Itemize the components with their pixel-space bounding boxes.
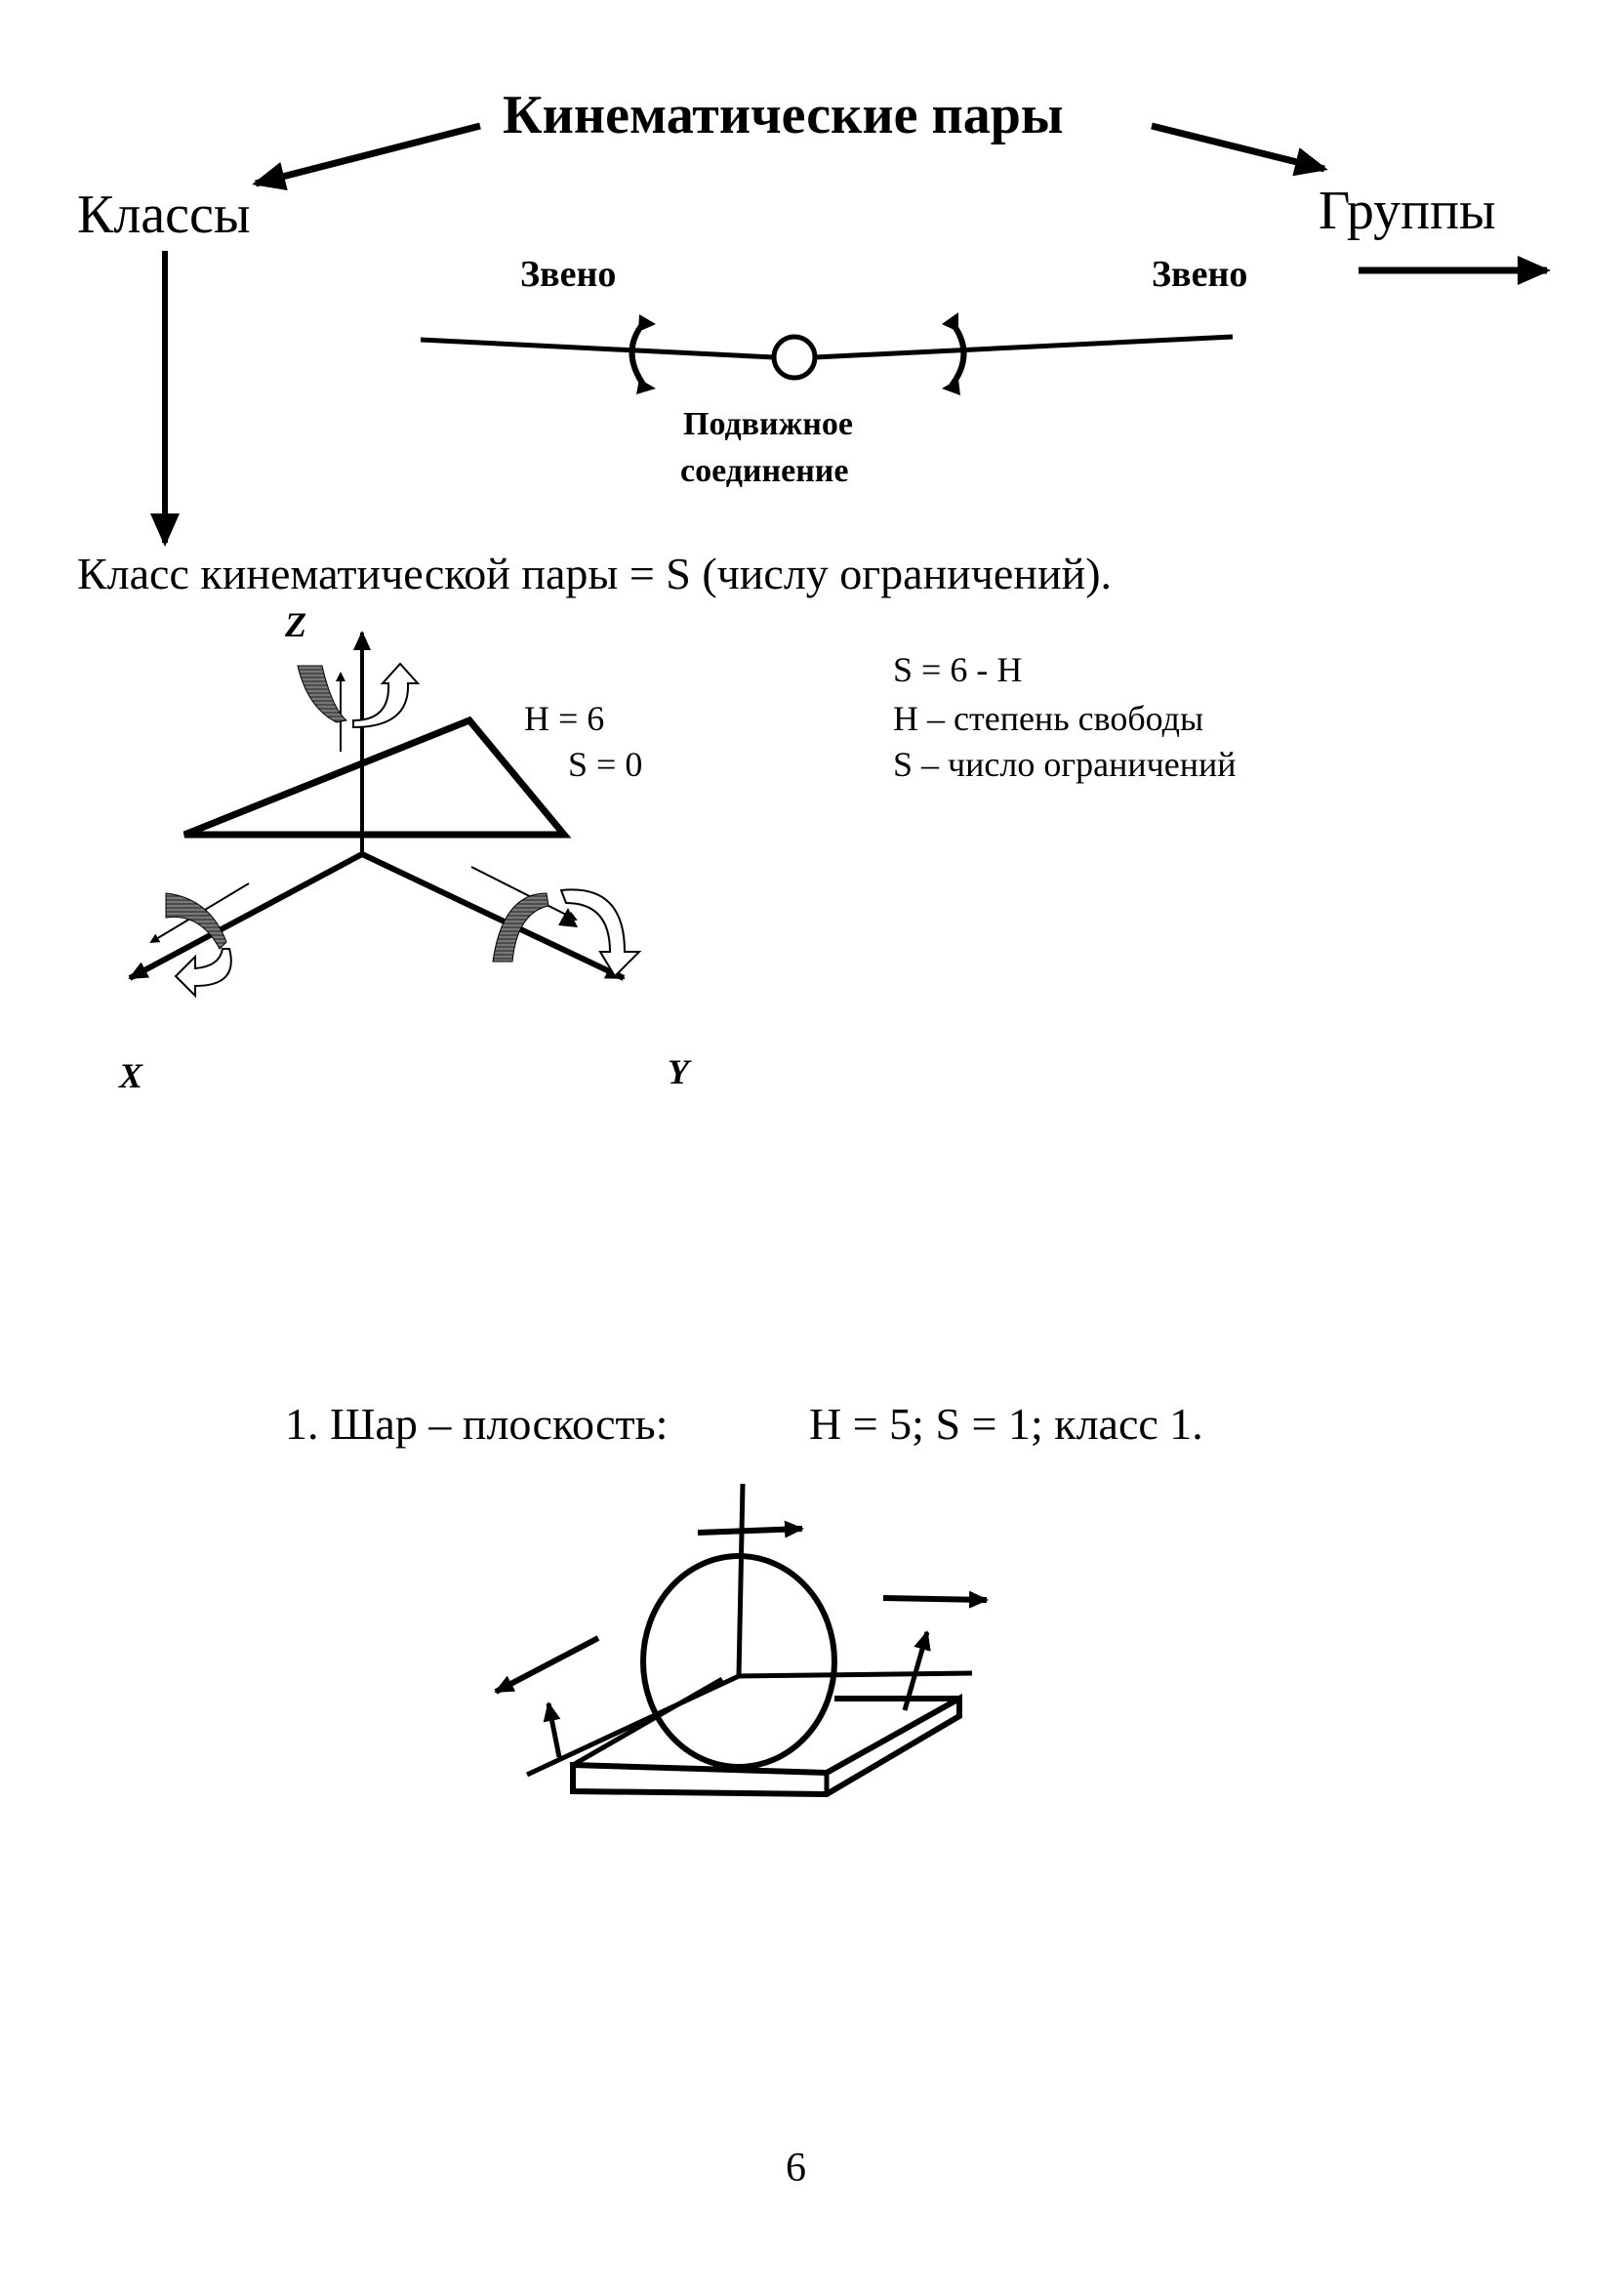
body-triangle — [183, 716, 572, 839]
arrow-to-groups — [1151, 122, 1328, 177]
plane-plate — [570, 1693, 962, 1798]
rotation-arrow-right-icon — [949, 320, 967, 388]
z-axis-label: Z — [285, 605, 306, 644]
joint-label-line1: Подвижное — [683, 406, 853, 442]
rotation-arrow-left-icon — [629, 320, 647, 388]
kinematic-pair-class-definition: Класс кинематической пары = S (числу огр… — [77, 549, 1113, 598]
h-value: H = 6 — [524, 699, 605, 738]
x-axis — [128, 851, 364, 981]
formula-line-1: S = 6 - H — [893, 650, 1023, 689]
rotation-arrow-z-icon — [697, 1520, 804, 1538]
ball-plane-diagram — [494, 1483, 989, 1798]
right-link-label: Звено — [1152, 254, 1248, 295]
groups-heading: Группы — [1319, 181, 1496, 241]
translation-arrow-x-icon — [494, 1635, 600, 1695]
axes-diagram — [128, 631, 642, 999]
link-diagram — [420, 312, 1234, 395]
formula-line-3: S – число ограничений — [893, 745, 1237, 784]
page-title: Кинематические пары — [503, 85, 1064, 145]
rotation-arrow-x-icon — [543, 1701, 562, 1758]
s-value: S = 0 — [568, 745, 643, 784]
example-params: H = 5; S = 1; класс 1. — [809, 1399, 1203, 1449]
arrow-to-classes — [252, 122, 481, 191]
formula-line-2: H – степень свободы — [893, 699, 1204, 738]
translation-arrow-y-icon — [882, 1590, 989, 1609]
page-number: 6 — [786, 2146, 806, 2191]
y-axis — [360, 851, 626, 981]
left-link-label: Звено — [520, 254, 617, 295]
x-axis-label: X — [119, 1056, 143, 1095]
y-axis-label: Y — [668, 1052, 689, 1091]
joint-circle — [771, 334, 818, 381]
example-name: 1. Шар – плоскость: — [285, 1399, 669, 1449]
joint-label-line2: соединение — [680, 453, 849, 489]
classes-heading: Классы — [77, 184, 251, 245]
rotation-arrow-y-icon — [902, 1630, 931, 1711]
